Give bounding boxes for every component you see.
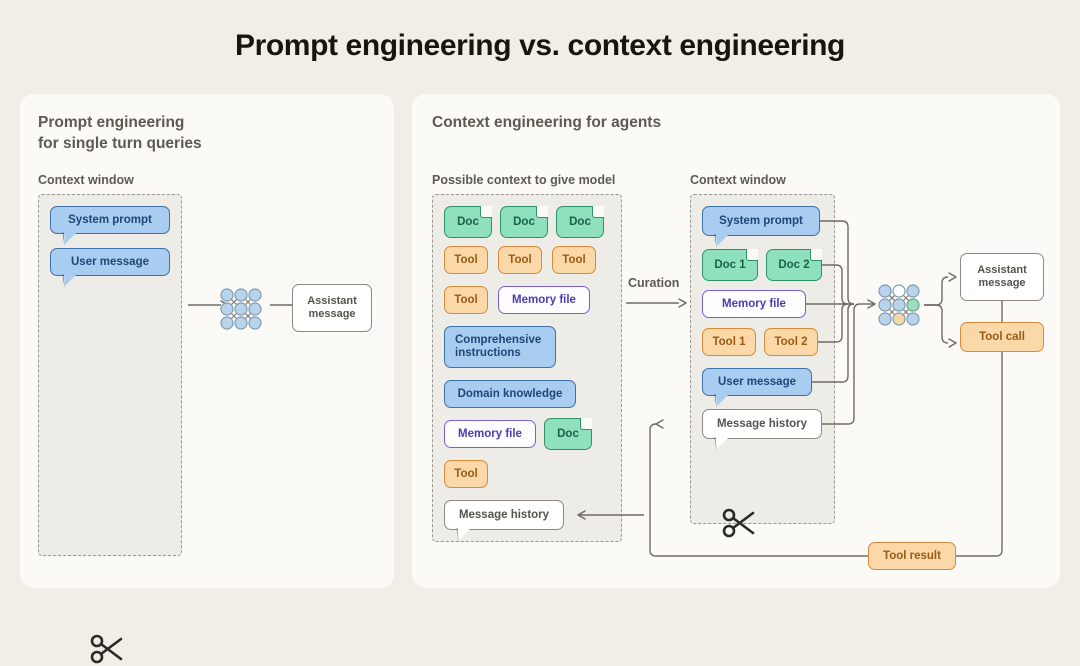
node-cw-doc-2[interactable]: Doc 2 [766, 248, 823, 281]
left-neural-network-icon [220, 288, 262, 330]
node-assistant-message[interactable]: Assistant message [292, 284, 372, 332]
node-system-prompt[interactable]: System prompt [50, 206, 170, 234]
node-memory-file-1[interactable]: Memory file [498, 286, 590, 314]
node-tool-call[interactable]: Tool call [960, 322, 1044, 352]
node-cw-user-message[interactable]: User message [702, 368, 812, 396]
node-tool-1[interactable]: Tool [444, 246, 488, 274]
prompt-engineering-panel: Prompt engineering for single turn queri… [20, 94, 394, 664]
possible-context-label: Possible context to give model [432, 173, 616, 187]
agent-neural-network-icon [878, 284, 920, 326]
node-doc-1[interactable]: Doc [444, 205, 493, 238]
node-cw-tool-2[interactable]: Tool 2 [764, 328, 818, 356]
node-tool-result[interactable]: Tool result [868, 542, 956, 570]
node-comprehensive-instructions[interactable]: Comprehensive instructions [444, 326, 556, 368]
node-tool-3[interactable]: Tool [552, 246, 596, 274]
node-doc-2[interactable]: Doc [500, 205, 549, 238]
node-cw-system-prompt[interactable]: System prompt [702, 206, 820, 236]
node-doc-4[interactable]: Doc [544, 417, 593, 450]
curation-arrow [626, 298, 687, 308]
node-cw-message-history[interactable]: Message history [702, 409, 822, 439]
node-memory-file-2[interactable]: Memory file [444, 420, 536, 448]
node-cw-tool-1[interactable]: Tool 1 [702, 328, 756, 356]
node-domain-knowledge[interactable]: Domain knowledge [444, 380, 576, 408]
node-tool-4[interactable]: Tool [444, 286, 488, 314]
node-doc-3[interactable]: Doc [556, 205, 605, 238]
node-cw-memory-file[interactable]: Memory file [702, 290, 806, 318]
left-context-window-label: Context window [38, 173, 134, 187]
node-message-history-pool[interactable]: Message history [444, 500, 564, 530]
left-panel-heading: Prompt engineering for single turn queri… [38, 114, 202, 152]
curation-label: Curation [628, 276, 680, 290]
context-engineering-panel: Context engineering for agents Possible … [412, 94, 1060, 588]
node-tool-5[interactable]: Tool [444, 460, 488, 488]
agent-context-window-region [690, 194, 835, 524]
right-panel-heading: Context engineering for agents [432, 114, 662, 131]
node-cw-doc-1[interactable]: Doc 1 [702, 248, 759, 281]
left-scissors-icon [90, 634, 123, 664]
page-title: Prompt engineering vs. context engineeri… [235, 29, 845, 62]
node-assistant-message-agent[interactable]: Assistant message [960, 253, 1044, 301]
node-user-message[interactable]: User message [50, 248, 170, 276]
node-tool-2[interactable]: Tool [498, 246, 542, 274]
right-context-window-label: Context window [690, 173, 786, 187]
